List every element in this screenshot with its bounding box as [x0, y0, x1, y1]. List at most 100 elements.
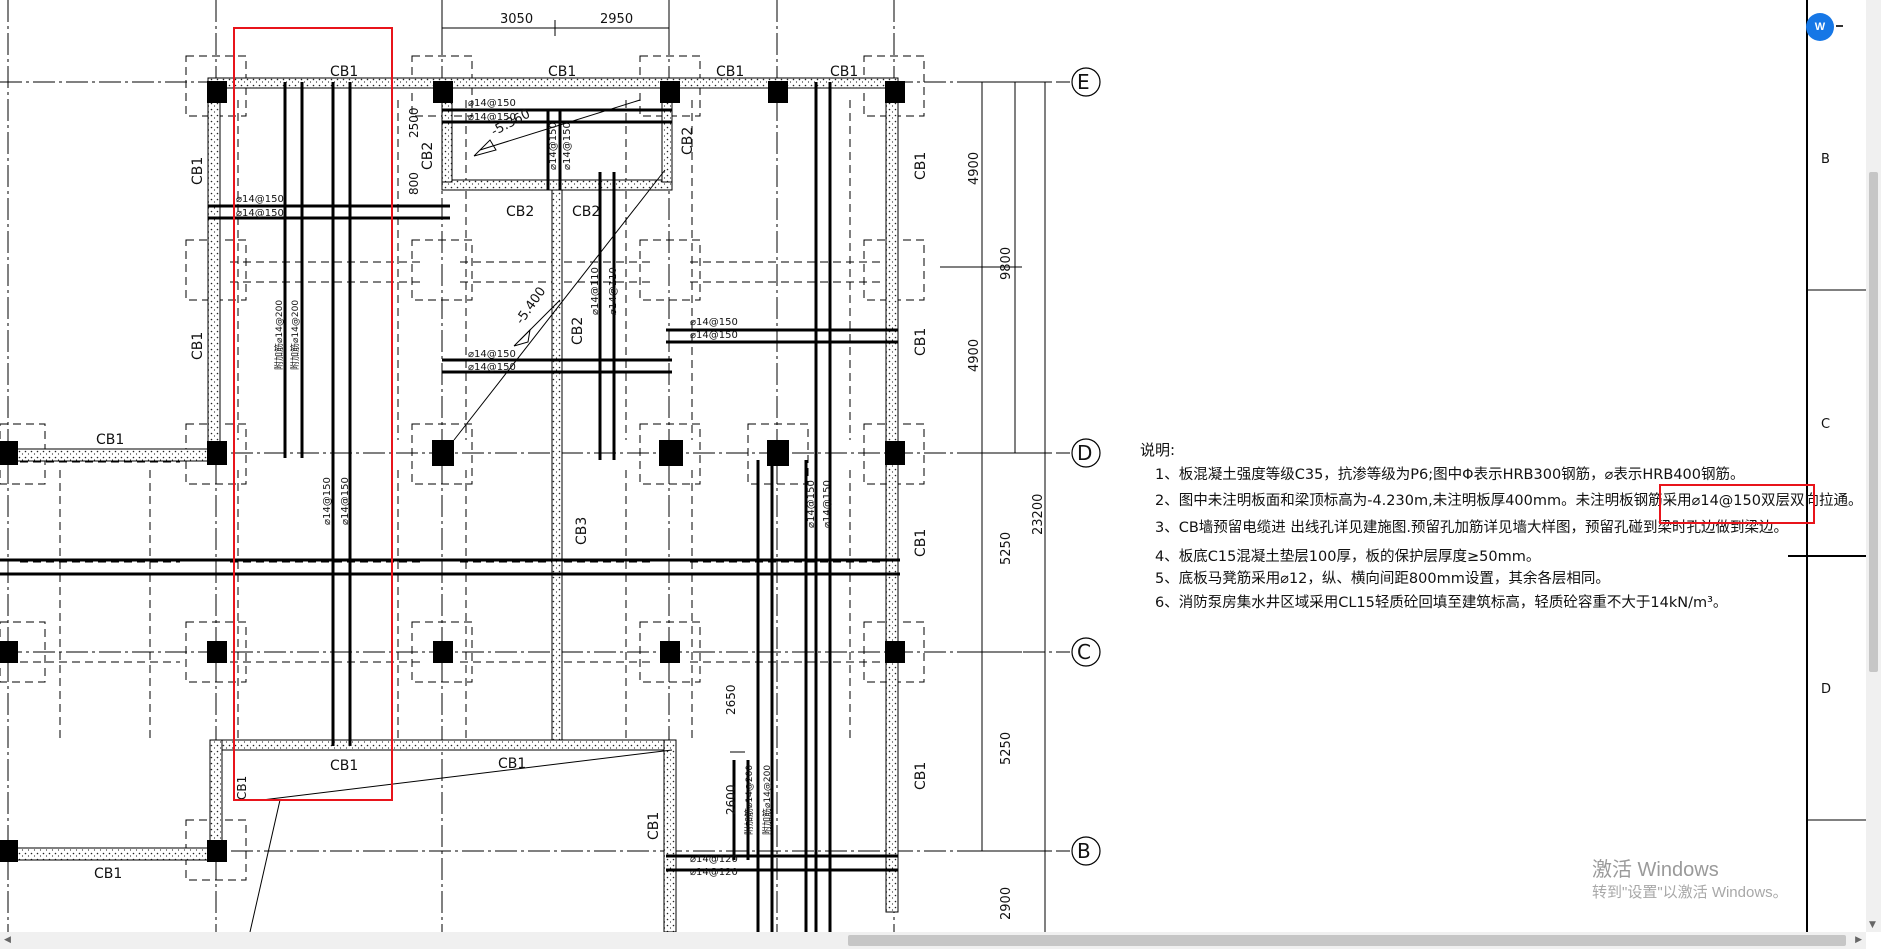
beam-label: CB1 [190, 157, 206, 185]
rebar-label: ⌀14@150 [468, 98, 516, 109]
rebar-label: 附加筋⌀14@200 [743, 765, 755, 835]
rebar-label: ⌀14@150 [690, 317, 738, 328]
scroll-right-arrow-icon[interactable]: ▶ [1855, 935, 1862, 945]
elevation-triangles [473, 139, 531, 347]
structural-plan-drawing[interactable]: 3050 2950 4900 4900 9800 5250 5250 23200… [0, 0, 1866, 933]
minimize-dash[interactable] [1836, 25, 1843, 27]
beam-label: CB1 [913, 529, 929, 557]
rebar-label: ⌀14@150 [340, 477, 351, 525]
axis-label-E: E [1077, 70, 1090, 94]
scroll-down-arrow-icon[interactable]: ▼ [1869, 920, 1876, 930]
rebar-label: ⌀14@150 [468, 349, 516, 360]
dim-5250-b: 5250 [999, 732, 1014, 765]
wps-icon[interactable]: W [1806, 13, 1834, 41]
beam-label: CB1 [190, 332, 206, 360]
axis-label-D: D [1077, 441, 1092, 465]
rebar-label: ⌀14@150 [562, 122, 573, 170]
beam-label: CB2 [506, 204, 534, 220]
top-dimension [441, 20, 670, 36]
note-item-1: 1、板混凝土强度等级C35，抗渗等级为P6;图中Φ表示HRB300钢筋，⌀表示H… [1155, 465, 1745, 483]
rebar-label: 附加筋⌀14@200 [273, 300, 285, 370]
beam-label: CB1 [498, 756, 526, 772]
rebar-labels: ⌀14@150 ⌀14@150 ⌀14@150 ⌀14@150 ⌀14@150 … [236, 98, 833, 878]
scroll-left-arrow-icon[interactable]: ◀ [4, 935, 11, 945]
rebar-label: ⌀14@150 [468, 112, 516, 123]
rebar-label: 附加筋⌀14@200 [761, 765, 773, 835]
rebar-label: ⌀14@150 [236, 194, 284, 205]
zone-label-C: C [1821, 417, 1830, 432]
beam-label: CB2 [680, 127, 696, 155]
axis-grid [0, 0, 1070, 932]
elevation-label: -5.400 [513, 284, 549, 327]
dim-texts-right: 4900 4900 9800 5250 5250 23200 2650 2600… [407, 107, 1046, 920]
dim-5250-a: 5250 [999, 532, 1014, 565]
dim-top-1: 3050 [500, 12, 533, 27]
dim-2650: 2650 [724, 684, 738, 715]
activation-watermark-subtitle: 转到"设置"以激活 Windows。 [1592, 884, 1788, 901]
leader-lines [249, 99, 984, 933]
dim-2500: 2500 [407, 107, 421, 138]
dim-23200: 23200 [1031, 494, 1046, 535]
rebar-label: 附加筋⌀14@200 [289, 300, 301, 370]
note-item-4: 4、板底C15混凝土垫层100厚，板的保护层厚度≥50mm。 [1155, 547, 1540, 565]
zone-label-D: D [1821, 682, 1831, 697]
beam-label: CB1 [330, 64, 358, 80]
horizontal-scroll-thumb[interactable] [848, 935, 1846, 946]
beam-label: CB1 [646, 812, 662, 840]
rebar-label: ⌀14@120 [690, 867, 738, 878]
rebar-label: ⌀14@150 [236, 208, 284, 219]
highlight-box-notes [1659, 484, 1815, 524]
right-dimension-lines [730, 81, 1050, 932]
beam-labels: CB1 CB1 CB1 CB1 CB1 CB1 CB1 CB1 CB2 CB2 … [94, 64, 929, 882]
dim-top-2: 2950 [600, 12, 633, 27]
note-item-2: 2、图中未注明板面和梁顶标高为-4.230m,未注明板厚400mm。未注明板钢筋… [1155, 491, 1862, 509]
beam-label: CB1 [913, 152, 929, 180]
title-block [1788, 0, 1866, 932]
dim-800: 800 [407, 172, 421, 195]
rebar-label: ⌀14@120 [690, 854, 738, 865]
rebar-label: ⌀14@150 [548, 122, 559, 170]
beam-label: CB1 [548, 64, 576, 80]
note-item-3: 3、CB墙预留电缆进 出线孔详见建施图.预留孔加筋详见墙大样图，预留孔碰到梁时孔… [1155, 519, 1788, 536]
rebar-label: ⌀14@150 [822, 480, 833, 528]
notes-heading: 说明: [1140, 441, 1175, 459]
beam-label: CB1 [716, 64, 744, 80]
zone-label-B: B [1821, 152, 1830, 167]
rebar-label: ⌀14@150 [468, 362, 516, 373]
wps-glyph: W [1814, 21, 1826, 33]
horizontal-scrollbar[interactable]: ◀ ▶ [0, 932, 1866, 949]
beam-label: CB1 [96, 432, 124, 448]
vertical-scrollbar[interactable]: ▼ [1866, 0, 1881, 932]
axis-bubbles [1071, 67, 1101, 866]
rebar-label: ⌀14@110 [608, 267, 619, 315]
beam-label: CB1 [830, 64, 858, 80]
beam-label: CB1 [235, 776, 249, 800]
beam-label: CB1 [330, 758, 358, 774]
note-item-6: 6、消防泵房集水井区域采用CL15轻质砼回填至建筑标高，轻质砼容重不大于14kN… [1155, 594, 1727, 611]
axis-label-C: C [1077, 640, 1091, 664]
activation-watermark-title: 激活 Windows [1592, 859, 1719, 881]
dim-2900: 2900 [999, 887, 1014, 920]
dim-4900-b: 4900 [967, 339, 982, 372]
note-item-5: 5、底板马凳筋采用⌀12，纵、横向间距800mm设置，其余各层相同。 [1155, 569, 1610, 587]
beam-label: CB2 [572, 204, 600, 220]
highlight-box-drawing [233, 27, 393, 801]
axis-label-B: B [1077, 839, 1091, 863]
beam-label: CB3 [574, 517, 590, 545]
vertical-scroll-thumb[interactable] [1869, 172, 1878, 672]
rebar-label: ⌀14@150 [322, 477, 333, 525]
dim-4900-a: 4900 [967, 152, 982, 185]
beam-label: CB1 [94, 866, 122, 882]
beam-label: CB1 [913, 328, 929, 356]
dim-9800: 9800 [999, 247, 1014, 280]
beam-label: CB2 [570, 317, 586, 345]
rebar-lines [0, 82, 900, 932]
rebar-label: ⌀14@110 [590, 267, 601, 315]
notes-block: 说明: 1、板混凝土强度等级C35，抗渗等级为P6;图中Φ表示HRB300钢筋，… [1140, 441, 1862, 611]
rebar-label: ⌀14@150 [806, 480, 817, 528]
rebar-label: ⌀14@150 [690, 330, 738, 341]
beam-label: CB2 [420, 142, 436, 170]
dim-2600: 2600 [724, 784, 738, 815]
columns [0, 81, 905, 862]
